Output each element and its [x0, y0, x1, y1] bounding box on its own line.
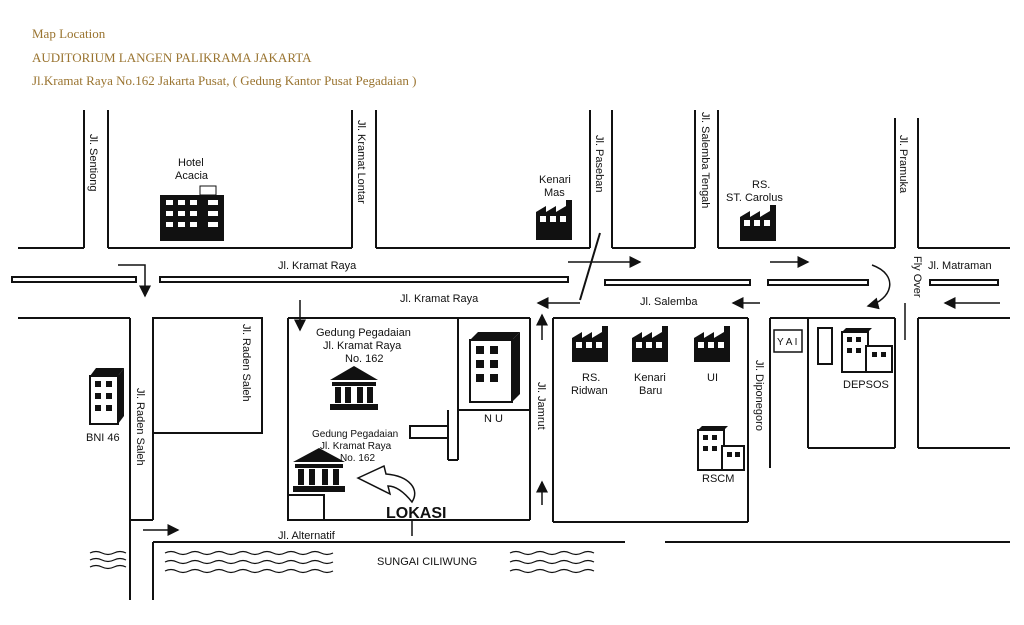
river-ciliwung: SUNGAI CILIWUNG: [377, 556, 477, 568]
rs-ridwan-label-2: Ridwan: [571, 385, 608, 397]
st-carolus-label-2: ST. Carolus: [726, 192, 783, 204]
yai-building: [773, 329, 803, 353]
traffic-arrows: [118, 256, 1000, 536]
rs-ridwan-factory-icon: [572, 326, 608, 362]
pegadaian-a-label-2: Jl. Kramat Raya: [323, 340, 402, 352]
kenari-baru-label-2: Baru: [639, 385, 662, 397]
pegadaian-a-building-icon: [330, 366, 378, 410]
kenari-baru-label-1: Kenari: [634, 372, 666, 384]
hotel-acacia-label-2: Acacia: [175, 170, 209, 182]
street-pramuka: Jl. Pramuka: [897, 135, 909, 194]
pegadaian-b-label-2: Jl. Kramat Raya: [320, 441, 392, 452]
street-jamrut: Jl. Jamrut: [535, 382, 547, 430]
ui-label: UI: [707, 372, 718, 384]
street-fly-over: Fly Over: [911, 256, 923, 298]
pegadaian-a-label-1: Gedung Pegadaian: [316, 327, 411, 339]
nu-label: N U: [484, 413, 503, 425]
bni-label: BNI 46: [86, 432, 120, 444]
depsos-building-icon: [841, 328, 893, 373]
bni-building-icon: [89, 368, 124, 425]
hotel-acacia-icon: [160, 185, 224, 241]
street-raden-saleh-inner: Jl. Raden Saleh: [240, 324, 252, 402]
kenari-mas-label-2: Mas: [544, 187, 565, 199]
lokasi-label: LOKASI: [386, 505, 446, 522]
street-sentiong: Jl. Sentiong: [87, 134, 99, 191]
street-matraman: Jl. Matraman: [928, 260, 992, 272]
map-location-label: Map Location: [32, 26, 106, 41]
rscm-building-icon: [697, 426, 745, 471]
street-diponegoro: Jl. Diponegoro: [753, 360, 765, 431]
street-kramat-raya-top: Jl. Kramat Raya: [278, 260, 357, 272]
pegadaian-b-building-icon: [293, 448, 345, 492]
depsos-label: DEPSOS: [843, 379, 889, 391]
st-carolus-label-1: RS.: [752, 179, 770, 191]
street-salemba: Jl. Salemba: [640, 296, 698, 308]
river-waves: [89, 550, 595, 574]
pegadaian-a-label-3: No. 162: [345, 353, 384, 365]
pegadaian-b-label-1: Gedung Pegadaian: [312, 429, 398, 440]
nu-building-icon: [469, 332, 520, 403]
ui-factory-icon: [694, 326, 730, 362]
rs-ridwan-label-1: RS.: [582, 372, 600, 384]
hotel-acacia-label-1: Hotel: [178, 157, 204, 169]
kenari-mas-factory-icon: [536, 200, 572, 240]
venue-address: Jl.Kramat Raya No.162 Jakarta Pusat, ( G…: [32, 73, 417, 88]
kenari-mas-label-1: Kenari: [539, 174, 571, 186]
st-carolus-factory-icon: [740, 205, 776, 241]
road-lines: [11, 110, 1010, 600]
rscm-label: RSCM: [702, 473, 734, 485]
street-alternatif: Jl. Alternatif: [278, 530, 336, 542]
street-paseban: Jl. Paseban: [593, 135, 605, 192]
street-salemba-tengah: Jl. Salemba Tengah: [699, 112, 711, 208]
lokasi-pointer-arrow: [356, 464, 416, 504]
street-kramat-raya-mid: Jl. Kramat Raya: [400, 293, 479, 305]
yai-label: Y A I: [777, 337, 797, 348]
kenari-baru-factory-icon: [632, 326, 668, 362]
pegadaian-b-label-3: No. 162: [340, 453, 375, 464]
street-kramat-lontar: Jl. Kramat Lontar: [355, 120, 367, 204]
street-raden-saleh-left: Jl. Raden Saleh: [134, 388, 146, 466]
venue-name: AUDITORIUM LANGEN PALIKRAMA JAKARTA: [32, 50, 312, 65]
